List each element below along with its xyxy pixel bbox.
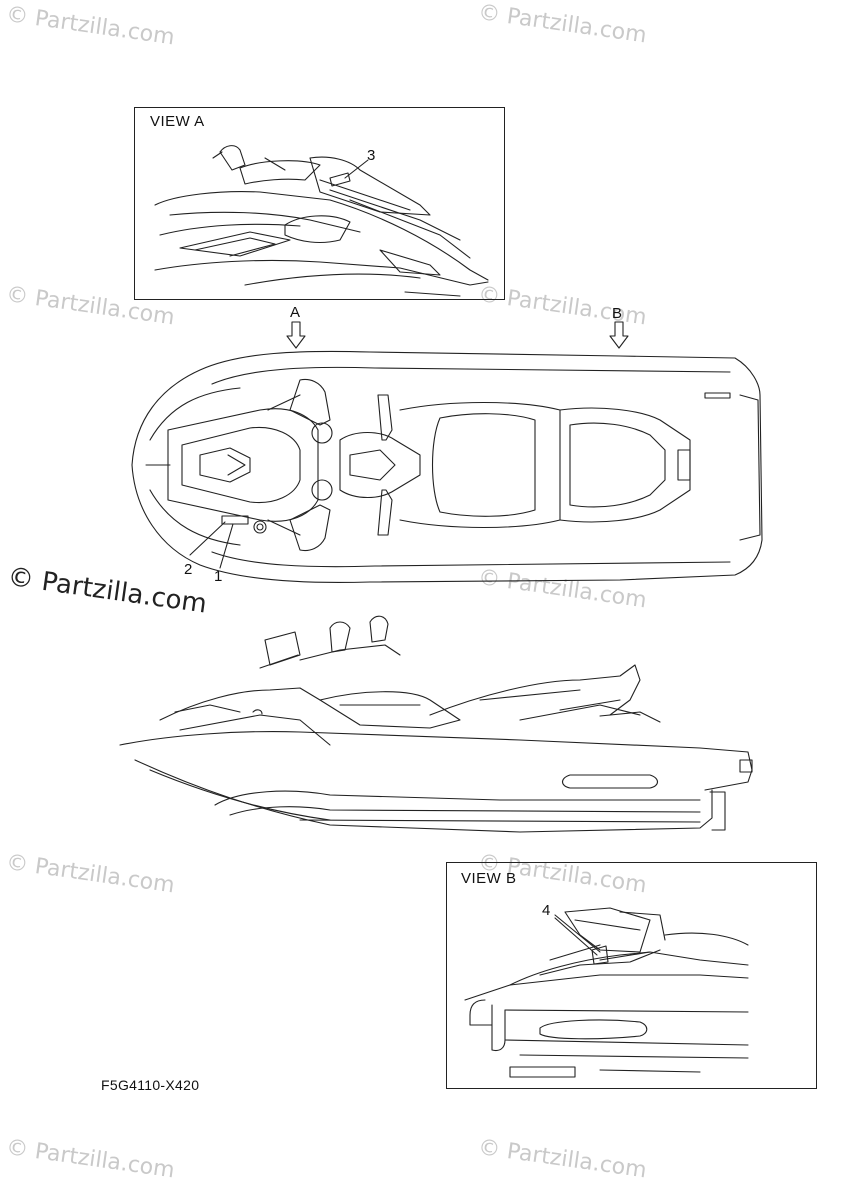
arrow-b	[610, 322, 628, 348]
callout-4-leader	[555, 918, 597, 955]
callout-2: 2	[184, 561, 193, 578]
view-b-title: VIEW B	[461, 870, 517, 887]
view-a-box	[134, 107, 505, 300]
reference-code: F5G4110-X420	[101, 1077, 200, 1093]
top-view-drawing	[132, 351, 762, 582]
view-b-box	[446, 862, 817, 1089]
callout-4: 4	[542, 902, 551, 919]
callout-1: 1	[214, 568, 223, 585]
view-a-title: VIEW A	[150, 113, 205, 130]
arrow-b-label: B	[612, 305, 623, 322]
arrow-a-label: A	[290, 304, 301, 321]
callout-3: 3	[367, 147, 376, 164]
view-a-drawing	[155, 146, 488, 296]
side-view-drawing	[120, 616, 752, 832]
arrow-a	[287, 322, 305, 348]
view-b-drawing	[465, 908, 748, 1077]
callout-3-leader	[345, 160, 368, 178]
